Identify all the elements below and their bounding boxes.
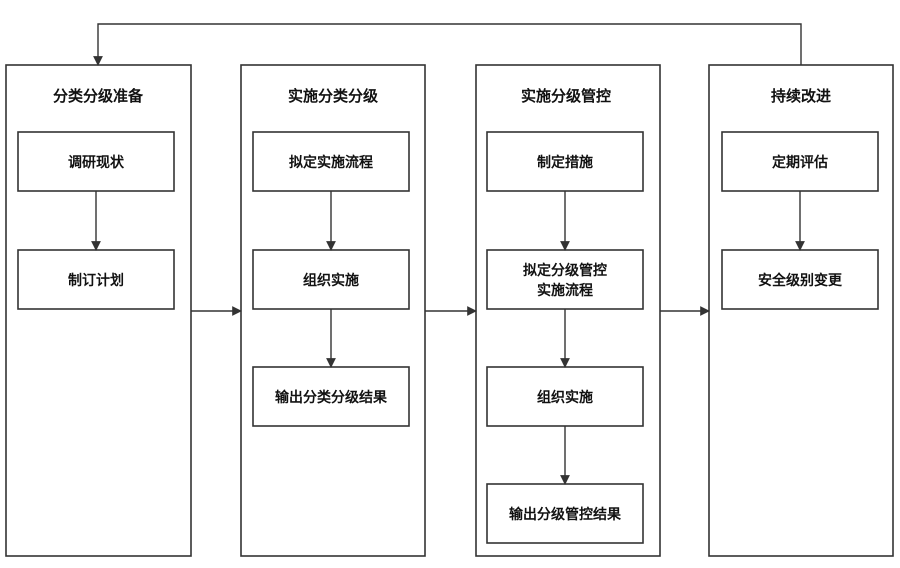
step-box [486,483,644,544]
step-label: 组织实施 [303,272,359,289]
stage-title: 实施分类分级 [288,87,379,105]
step-label: 制订计划 [68,272,124,289]
step-label: 输出分级管控结果 [509,506,622,523]
stage-implement-classification: 实施分类分级 拟定实施流程 组织实施 输出分类分级结果 [240,64,426,557]
step-box [486,249,644,310]
step-label: 制定措施 [537,154,593,171]
step-box [17,131,175,192]
stage-title: 分类分级准备 [53,87,144,105]
stage-implement-graded-control: 实施分级管控 制定措施 拟定分级管控 实施流程 组织实施 输出分级管控结果 [475,64,661,557]
arrow-feedback-loop [93,23,802,66]
step-label: 安全级别变更 [758,272,843,289]
step-label: 组织实施 [537,389,593,406]
step-label: 调研现状 [68,154,125,171]
step-label: 拟定分级管控 [523,262,607,279]
stage-continuous-improvement: 持续改进 定期评估 安全级别变更 [708,64,894,557]
stage-title: 持续改进 [771,87,831,105]
step-box [486,366,644,427]
stage-title: 实施分级管控 [521,87,611,105]
step-box [252,249,410,310]
step-label: 定期评估 [772,154,828,171]
step-box [252,366,410,427]
step-label: 实施流程 [537,282,593,299]
step-label: 输出分类分级结果 [275,389,388,406]
step-label: 拟定实施流程 [289,154,373,171]
stage-preparation: 分类分级准备 调研现状 制订计划 [5,64,192,557]
